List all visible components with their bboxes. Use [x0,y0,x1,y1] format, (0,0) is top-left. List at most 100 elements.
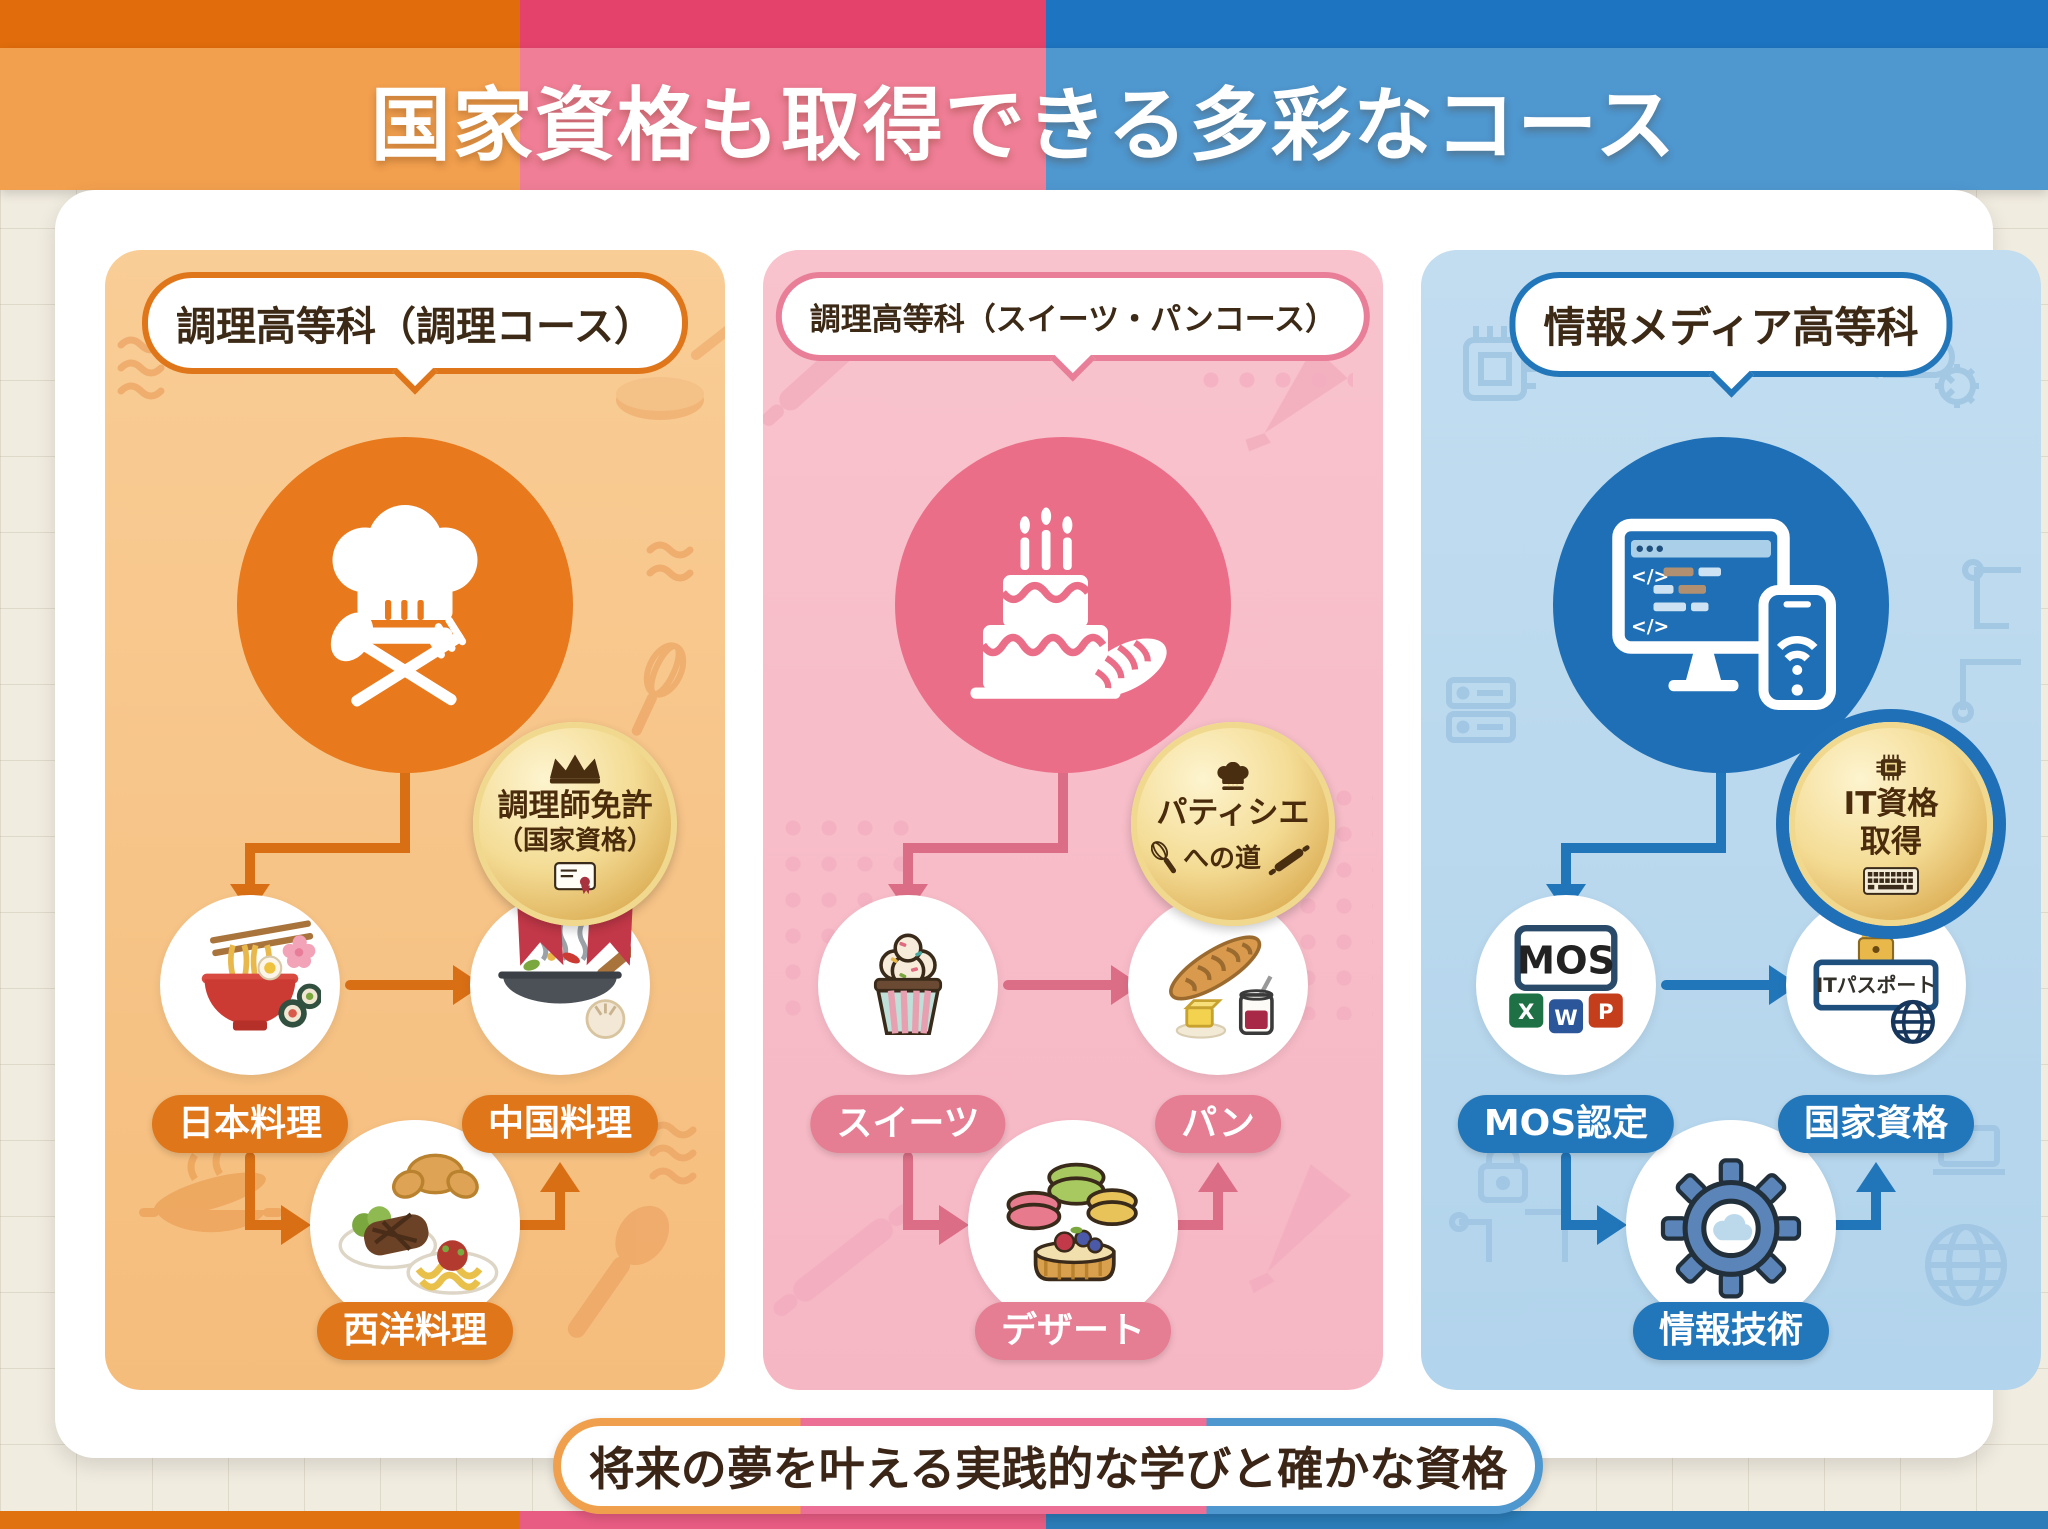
ramen-sushi-icon [201,920,321,1031]
macaron-green [1047,1162,1106,1206]
label-sweets: スイーツ [810,1095,1006,1153]
label-information-technology: 情報技術 [1632,1302,1830,1360]
code-tag: </> [1631,567,1669,588]
mos-logo-icon: MOS X W P [1509,925,1623,1034]
badge-line2: 取得 [1860,824,1922,860]
code-lines [1653,567,1721,612]
cupcake-icon [873,933,943,1036]
footer-strip [0,1511,2048,1529]
cooking-hero-circle [237,437,573,773]
badge-line1: 調理師免許 [497,788,653,825]
course-title: 調理高等科（スイーツ・パンコース） [809,302,1337,338]
sweets-hero-circle [895,437,1231,773]
monitor-code-phone-icon: </> </> [1612,518,1836,710]
strip-pink [520,0,1046,48]
strip-orange [0,1511,520,1529]
label-mos-certification: MOS認定 [1457,1095,1675,1153]
crown-icon [549,754,601,784]
macarons-tart-icon [1006,1162,1138,1282]
badge-line2: （国家資格） [496,825,653,856]
label-japanese-cuisine: 日本料理 [151,1095,349,1153]
steak-croissant-icon [338,1153,499,1295]
word-icon [1548,999,1584,1034]
banner-orange [0,48,520,190]
certificate-icon [554,861,596,894]
rolling-pin-icon [1268,845,1310,876]
flow-connectors [888,767,1238,1245]
bread-loaf-icon [1084,638,1167,697]
it-passport-icon: ITパスポート [1813,921,1939,1044]
label-chinese-cuisine: 中国料理 [461,1095,659,1153]
cpu-chip-icon [1876,755,1906,781]
macaron-pink [1006,1190,1062,1231]
butter-icon [1175,999,1227,1039]
course-title-bubble: 情報メディア高等科 [1509,272,1953,377]
it-qualification-badge: IT資格 取得 [1781,718,2001,1008]
page-title: 国家資格も取得できる多彩なコース [370,79,1678,172]
whisk-icon [1150,840,1177,874]
keyboard-icon [1863,866,1919,895]
gear-cloud-icon [1660,1158,1802,1299]
footer-banner-text: 将来の夢を叶える実践的な学びと確かな資格 [588,1442,1508,1496]
banner-pink [520,48,1046,190]
baguette-icon [1169,935,1274,1039]
strip-pink [520,1511,1046,1529]
smartphone-icon [1758,585,1836,710]
gold-medal: 調理師免許 （国家資格） [473,722,677,926]
node-western-cuisine [310,1120,520,1330]
mos-text: MOS [1517,939,1615,984]
node-dessert [968,1120,1178,1330]
patissier-badge: パティシエ への道 [1123,718,1343,1008]
panel-sweets-bread-course: 調理高等科（スイーツ・パンコース） [763,250,1383,1390]
svg-text:W: W [1554,1006,1578,1031]
jam-jar-icon [1238,975,1274,1036]
sushi-icon [278,983,321,1028]
sprinkles [890,941,923,979]
fruit-tart-icon [1033,1226,1116,1282]
code-tag: </> [1631,617,1669,638]
badge-line1: IT資格 [1843,786,1939,823]
footer-banner: 将来の夢を叶える実践的な学びと確かな資格 [553,1418,1543,1514]
svg-text:P: P [1598,1000,1614,1025]
course-title-bubble: 調理高等科（スイーツ・パンコース） [775,272,1371,361]
node-mos: MOS X W P [1476,895,1656,1075]
license-badge: 調理師免許 （国家資格） [465,718,685,1008]
label-western-cuisine: 西洋料理 [316,1302,514,1360]
header-banner [0,48,2048,190]
banner-blue [1046,48,2048,190]
croissant-icon [391,1153,479,1199]
chef-hat-cutlery-icon [330,505,478,707]
it-passport-text: ITパスポート [1816,974,1936,997]
course-title-bubble: 調理高等科（調理コース） [142,272,688,374]
it-hero-circle: </> </> [1553,437,1889,773]
chef-hat-icon [1217,762,1249,791]
gold-medal: パティシエ への道 [1131,722,1335,926]
header-top-strip [0,0,2048,48]
svg-text:X: X [1518,1000,1534,1025]
gold-medal: IT資格 取得 [1789,722,1993,926]
badge-line2: への道 [1182,843,1261,874]
globe-icon [1890,999,1935,1044]
powerpoint-icon [1588,993,1623,1028]
node-japanese-cuisine [160,895,340,1075]
birthday-cake-icon [970,507,1167,699]
macaron-yellow [1086,1188,1138,1227]
node-sweets [818,895,998,1075]
panel-information-media: 情報メディア高等科 </> </> [1421,250,2041,1390]
strip-blue [1046,1511,2048,1529]
steamed-bun-icon [585,999,626,1039]
label-national-qualification: 国家資格 [1777,1095,1975,1153]
label-dessert: デザート [974,1302,1172,1360]
strip-blue [1046,0,2048,48]
node-information-technology [1626,1120,1836,1330]
spaghetti-icon [406,1240,499,1295]
strip-orange [0,0,520,48]
badge-line1: パティシエ [1156,795,1310,832]
sakura-icon [282,935,316,968]
panel-cooking-course: 調理高等科（調理コース） [105,250,725,1390]
label-bread: パン [1155,1095,1281,1153]
course-title: 情報メディア高等科 [1543,303,1919,352]
cloud-icon [1713,1213,1753,1241]
course-title: 調理高等科（調理コース） [176,304,654,350]
